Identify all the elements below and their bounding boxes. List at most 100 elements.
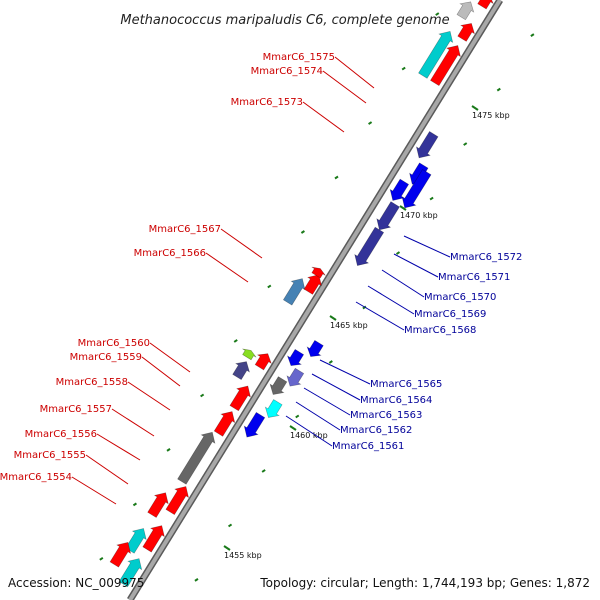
leader-line [205, 252, 249, 283]
gene-block [376, 201, 400, 231]
gene-shape [282, 278, 306, 306]
genome-summary-text: Topology: circular; Length: 1,744,193 bp… [259, 576, 590, 590]
gene-block [354, 226, 385, 266]
gene-block [430, 45, 461, 87]
minor-tick [227, 523, 233, 528]
gene-label-forward: MmarC6_1566 [134, 248, 206, 259]
gene-label-reverse: MmarC6_1570 [424, 292, 496, 303]
gene-shape [286, 348, 305, 366]
genome-backbone [127, 0, 503, 600]
major-tick [471, 105, 479, 111]
gene-label-reverse: MmarC6_1569 [414, 309, 486, 320]
gene-label-forward: MmarC6_1557 [40, 404, 112, 415]
gene-block [457, 23, 475, 42]
gene-label-reverse: MmarC6_1564 [360, 395, 432, 406]
leader-line [71, 476, 117, 505]
gene-shape [147, 492, 169, 518]
minor-tick [334, 175, 339, 180]
gene-shape [229, 385, 251, 412]
gene-block [282, 278, 306, 306]
gene-track [109, 0, 494, 588]
gene-shape [254, 353, 272, 371]
gene-block [254, 353, 272, 371]
leader-line [403, 235, 451, 258]
gene-shape [243, 411, 266, 438]
leader-line [311, 373, 361, 401]
minor-tick [435, 12, 440, 16]
gene-block [389, 178, 410, 201]
scale-label: 1475 kbp [472, 111, 510, 120]
gene-block [286, 348, 305, 366]
gene-shape [303, 274, 322, 295]
gene-label-forward: MmarC6_1554 [0, 472, 72, 483]
major-tick [223, 545, 231, 551]
minor-tick [132, 502, 137, 507]
minor-tick [496, 87, 501, 92]
gene-shape [125, 528, 147, 554]
gene-label-reverse: MmarC6_1562 [340, 425, 412, 436]
gene-label-reverse: MmarC6_1572 [450, 252, 522, 263]
major-tick [329, 315, 337, 321]
gene-block [401, 169, 432, 209]
gene-block [456, 1, 475, 21]
leader-line [295, 401, 341, 431]
minor-ticks [99, 12, 535, 582]
gene-label-forward: MmarC6_1559 [70, 352, 142, 363]
gene-label-reverse: MmarC6_1561 [332, 441, 404, 452]
gene-label-reverse: MmarC6_1568 [404, 325, 476, 336]
gene-block [232, 361, 250, 381]
major-tick [289, 425, 297, 431]
gene-block [142, 525, 165, 553]
minor-tick [395, 251, 401, 255]
gene-leader-lines [71, 56, 451, 505]
gene-shape [213, 411, 236, 437]
map-title: Methanococcus maripaludis C6, complete g… [120, 13, 449, 28]
gene-shape [401, 169, 432, 209]
gene-block [477, 0, 494, 10]
minor-tick [401, 66, 406, 71]
leader-line [141, 356, 181, 387]
leader-line [302, 101, 345, 133]
backbone-core [128, 0, 502, 600]
gene-label-reverse: MmarC6_1563 [350, 410, 422, 421]
minor-tick [267, 284, 272, 289]
minor-tick [200, 393, 205, 398]
minor-tick [328, 360, 333, 364]
gene-label-forward: MmarC6_1558 [56, 377, 128, 388]
gene-block [109, 541, 132, 568]
gene-block [311, 266, 326, 279]
minor-tick [233, 339, 238, 343]
gene-block [286, 367, 305, 387]
gene-shape [389, 178, 410, 201]
scale-label: 1455 kbp [224, 551, 262, 560]
gene-shape [286, 367, 305, 387]
minor-tick [463, 142, 468, 146]
gene-shape [311, 266, 326, 279]
gene-label-forward: MmarC6_1555 [14, 450, 86, 461]
gene-label-reverse: MmarC6_1565 [370, 379, 442, 390]
leader-line [127, 381, 171, 411]
gene-shape [242, 348, 257, 361]
gene-shape [232, 361, 250, 381]
minor-tick [530, 33, 535, 37]
leader-line [285, 415, 333, 447]
gene-block [177, 431, 216, 485]
gene-block [306, 339, 324, 357]
gene-shape [415, 131, 439, 159]
gene-block [118, 558, 143, 588]
major-tick [399, 205, 407, 211]
leader-line [355, 301, 405, 331]
gene-shape [142, 525, 165, 553]
leader-line [319, 359, 371, 385]
gene-shape [264, 399, 283, 418]
gene-shape [376, 201, 400, 231]
leader-line [96, 433, 141, 461]
minor-tick [166, 448, 171, 452]
gene-block [147, 492, 169, 518]
scale-label: 1470 kbp [400, 211, 438, 220]
minor-tick [362, 305, 367, 310]
gene-block [213, 411, 236, 437]
minor-tick [295, 414, 300, 419]
